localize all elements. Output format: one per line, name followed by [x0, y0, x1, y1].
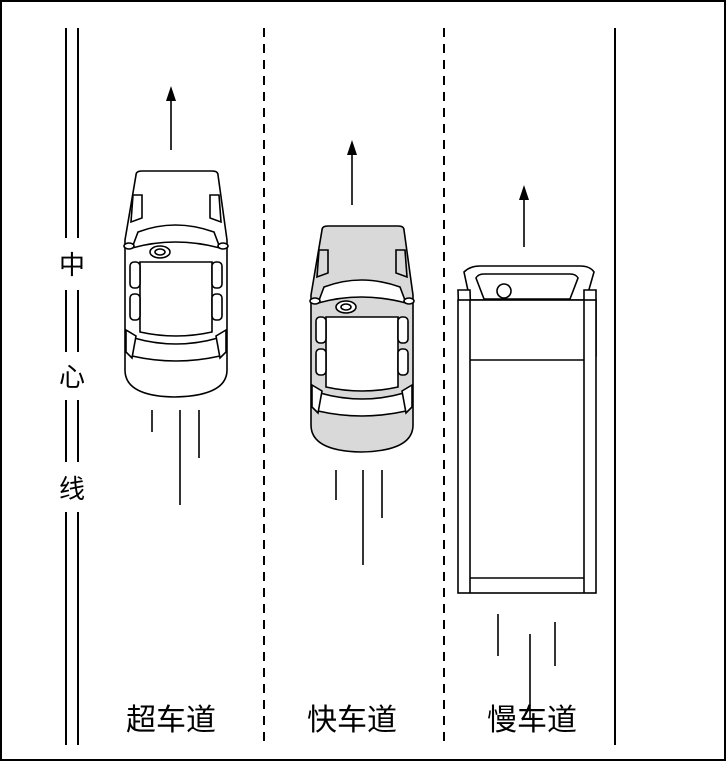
center-line-char-3: 线 [59, 475, 85, 505]
lane-label-slow: 慢车道 [487, 703, 577, 738]
truck-slow-lane [458, 185, 596, 718]
lane-label-fast: 快车道 [307, 703, 397, 738]
car-overtaking-lane [124, 86, 228, 505]
center-line-char-1: 中 [59, 251, 85, 281]
direction-arrow-icon [347, 140, 357, 155]
car-fast-lane [310, 140, 414, 565]
direction-arrow-icon [166, 86, 176, 101]
center-line-char-2: 心 [59, 363, 85, 393]
lane-label-overtaking: 超车道 [126, 703, 216, 738]
direction-arrow-icon [519, 185, 529, 200]
